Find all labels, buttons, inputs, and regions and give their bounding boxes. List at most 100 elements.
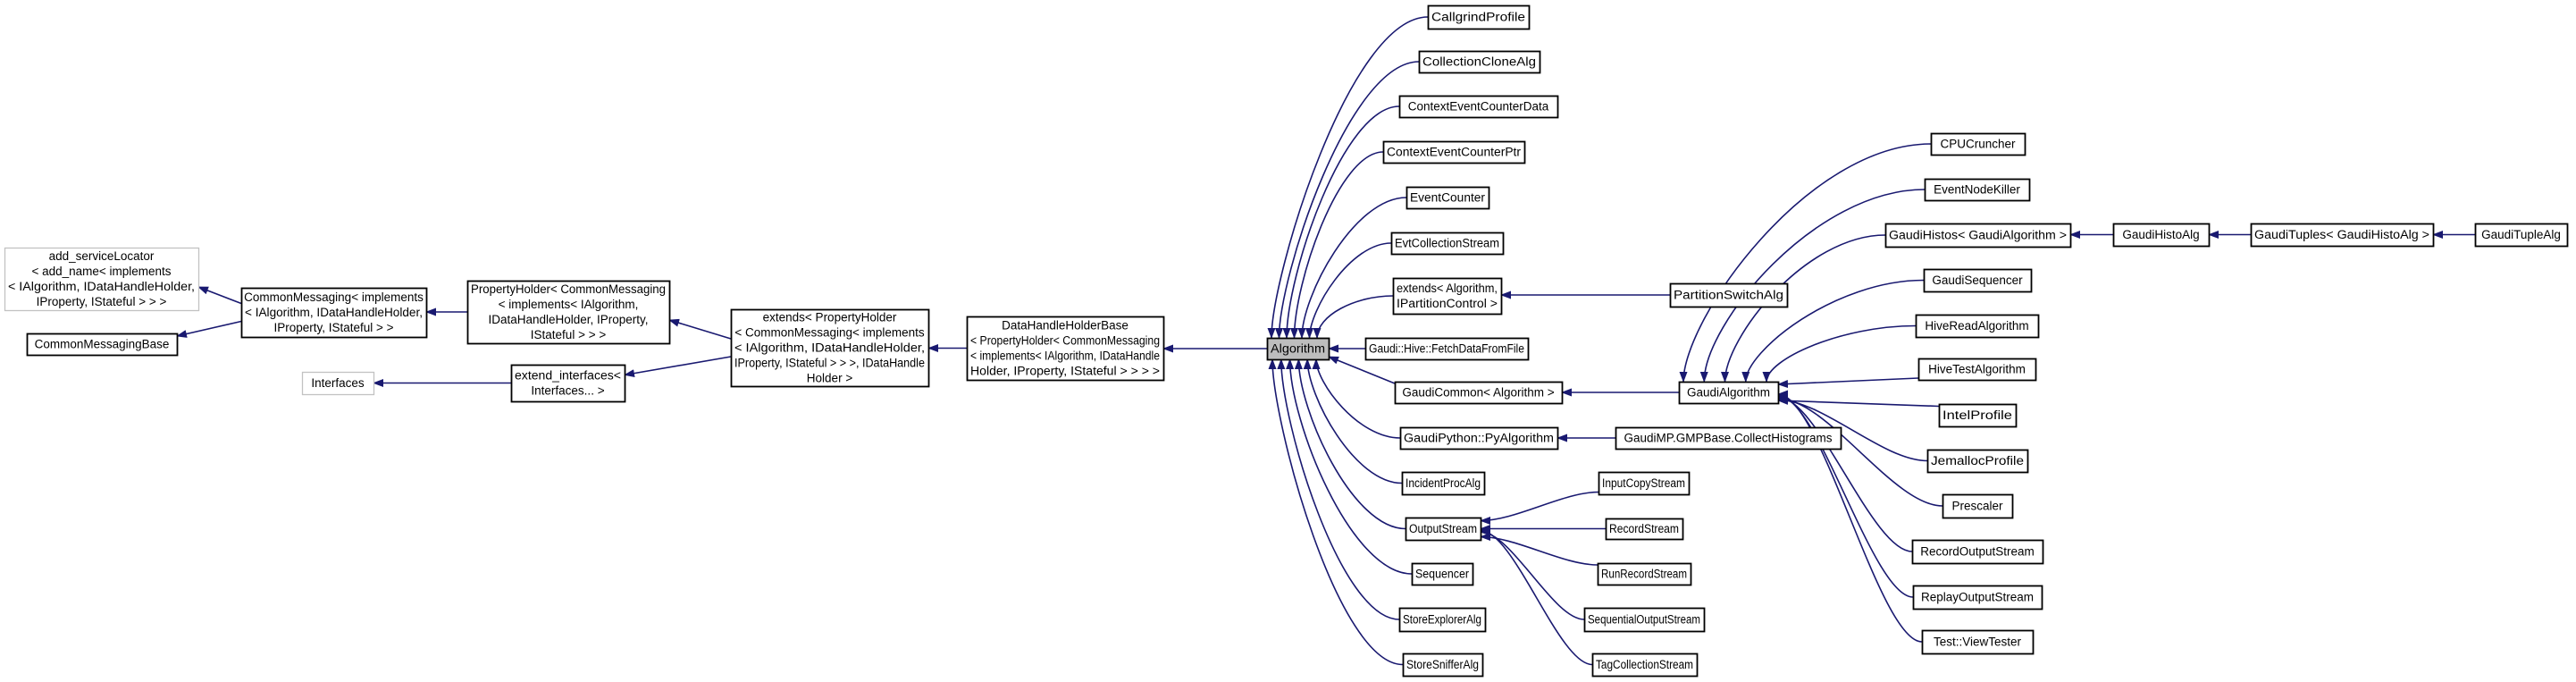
- node-label: add_serviceLocator: [49, 249, 155, 263]
- node-label: SequentialOutputStream: [1588, 613, 1700, 627]
- edge-extends-property-holder-to-extend-interfaces: [624, 356, 732, 378]
- node-gaudi-histos[interactable]: GaudiHistos< GaudiAlgorithm >: [1884, 223, 2072, 248]
- node-record-stream[interactable]: RecordStream: [1605, 518, 1684, 541]
- node-label: GaudiMP.GMPBase.CollectHistograms: [1624, 432, 1832, 445]
- edge-context-event-counter-ptr-to-algorithm: [1290, 151, 1384, 339]
- node-common-messaging-base[interactable]: CommonMessagingBase: [26, 333, 179, 357]
- node-label: CPUCruncher: [1940, 138, 2016, 151]
- node-label: extend_interfaces<: [515, 369, 621, 383]
- node-prescaler[interactable]: Prescaler: [1942, 493, 2014, 519]
- node-sequential-output-stream[interactable]: SequentialOutputStream: [1583, 607, 1706, 633]
- node-label: IProperty, IStateful > >: [273, 321, 393, 334]
- node-output-stream[interactable]: OutputStream: [1405, 517, 1482, 542]
- node-gaudi-tuple-alg[interactable]: GaudiTupleAlg: [2474, 223, 2569, 248]
- node-collection-clone-alg[interactable]: CollectionCloneAlg: [1418, 50, 1541, 74]
- node-label: Holder, IProperty, IStateful > > > >: [970, 365, 1160, 378]
- node-run-record-stream[interactable]: RunRecordStream: [1597, 562, 1692, 586]
- node-label: Gaudi::Hive::FetchDataFromFile: [1369, 342, 1524, 356]
- node-record-output-stream[interactable]: RecordOutputStream: [1911, 539, 2044, 565]
- node-label: GaudiSequencer: [1932, 274, 2023, 287]
- edge-incident-proc-alg-to-algorithm: [1303, 358, 1403, 484]
- node-label: GaudiTuples< GaudiHistoAlg >: [2254, 228, 2429, 241]
- node-label: GaudiTupleAlg: [2481, 228, 2561, 241]
- edge-tag-collection-stream-to-output-stream: [1480, 526, 1593, 666]
- node-label: DataHandleHolderBase: [1002, 319, 1129, 333]
- node-label: InputCopyStream: [1602, 476, 1685, 490]
- node-sequencer[interactable]: Sequencer: [1411, 562, 1474, 586]
- node-context-event-counter-data[interactable]: ContextEventCounterData: [1398, 95, 1559, 119]
- node-label: EvtCollectionStream: [1395, 237, 1499, 250]
- node-label: JemallocProfile: [1931, 454, 2024, 467]
- edge-gaudi-python-py-algorithm-to-algorithm: [1312, 358, 1401, 439]
- node-replay-output-stream[interactable]: ReplayOutputStream: [1912, 585, 2043, 610]
- node-input-copy-stream[interactable]: InputCopyStream: [1598, 471, 1691, 496]
- node-jemalloc-profile[interactable]: JemallocProfile: [1926, 449, 2029, 474]
- node-label: ContextEventCounterPtr: [1387, 146, 1522, 159]
- node-gaudi-common[interactable]: GaudiCommon< Algorithm >: [1394, 381, 1564, 405]
- node-label: IStateful > > >: [531, 328, 607, 341]
- edge-sequential-output-stream-to-output-stream: [1480, 527, 1585, 620]
- edge-context-event-counter-data-to-algorithm: [1282, 105, 1400, 339]
- node-event-counter[interactable]: EventCounter: [1405, 186, 1490, 210]
- node-gaudi-histo-alg[interactable]: GaudiHistoAlg: [2112, 223, 2211, 248]
- edge-extends-property-holder-to-property-holder: [668, 318, 732, 340]
- node-label: TagCollectionStream: [1596, 658, 1693, 671]
- node-label: HiveTestAlgorithm: [1928, 363, 2026, 376]
- edge-sequencer-to-algorithm: [1286, 358, 1413, 575]
- node-label: PropertyHolder< CommonMessaging: [471, 282, 666, 296]
- edge-extends-algorithm-ipartition-to-algorithm: [1313, 295, 1394, 339]
- node-hive-read-algorithm[interactable]: HiveReadAlgorithm: [1915, 314, 2040, 339]
- node-hive-test-algorithm[interactable]: HiveTestAlgorithm: [1917, 358, 2037, 382]
- node-extend-interfaces[interactable]: extend_interfaces<Interfaces... >: [510, 364, 626, 403]
- node-label: OutputStream: [1409, 522, 1477, 535]
- edge-store-explorer-alg-to-algorithm: [1277, 358, 1400, 620]
- node-evt-collection-stream[interactable]: EvtCollectionStream: [1390, 232, 1505, 256]
- node-test-view-tester[interactable]: Test::ViewTester: [1921, 629, 2035, 655]
- node-label: Test::ViewTester: [1934, 636, 2022, 649]
- node-property-holder[interactable]: PropertyHolder< CommonMessaging< impleme…: [466, 280, 671, 345]
- edge-gaudi-sequencer-to-gaudi-algorithm: [1741, 279, 1925, 383]
- node-label: IncidentProcAlg: [1405, 476, 1481, 490]
- node-label: Algorithm: [1271, 342, 1325, 356]
- node-event-node-killer[interactable]: EventNodeKiller: [1924, 178, 2031, 202]
- node-label: Sequencer: [1415, 568, 1469, 581]
- node-gaudi-python-py-algorithm[interactable]: GaudiPython::PyAlgorithm: [1399, 426, 1559, 450]
- node-common-messaging[interactable]: CommonMessaging< implements < IAlgorithm,…: [240, 287, 428, 339]
- node-incident-proc-alg[interactable]: IncidentProcAlg: [1401, 471, 1486, 496]
- edge-test-view-tester-to-gaudi-algorithm: [1777, 390, 1923, 643]
- node-label: GaudiAlgorithm: [1687, 386, 1770, 400]
- edge-gaudi-histos-to-gaudi-algorithm: [1721, 234, 1886, 383]
- node-gaudi-algorithm[interactable]: GaudiAlgorithm: [1678, 381, 1780, 405]
- node-extends-algorithm-ipartition[interactable]: extends< Algorithm,IPartitionControl >: [1392, 277, 1503, 316]
- node-label: CommonMessaging< implements: [244, 290, 424, 304]
- node-collect-histograms[interactable]: GaudiMP.GMPBase.CollectHistograms: [1615, 426, 1842, 450]
- node-gaudi-tuples[interactable]: GaudiTuples< GaudiHistoAlg >: [2250, 223, 2435, 248]
- node-label: Holder >: [807, 372, 853, 385]
- node-store-sniffer-alg[interactable]: StoreSnifferAlg: [1402, 653, 1484, 678]
- node-intel-profile[interactable]: IntelProfile: [1938, 403, 2018, 428]
- node-cpu-cruncher[interactable]: CPUCruncher: [1930, 132, 2026, 156]
- node-label: RecordStream: [1609, 522, 1679, 535]
- node-data-handle-holder-base[interactable]: DataHandleHolderBase< PropertyHolder< Co…: [966, 316, 1165, 382]
- node-label: IPartitionControl >: [1397, 297, 1498, 310]
- node-fetch-data-from-file[interactable]: Gaudi::Hive::FetchDataFromFile: [1364, 337, 1530, 361]
- edge-hive-read-algorithm-to-gaudi-algorithm: [1762, 324, 1917, 383]
- node-callgrind-profile[interactable]: CallgrindProfile: [1427, 4, 1531, 30]
- node-label: < IAlgorithm, IDataHandleHolder,: [245, 306, 423, 319]
- node-extends-property-holder[interactable]: extends< PropertyHolder< CommonMessaging…: [730, 308, 930, 388]
- node-label: RunRecordStream: [1601, 568, 1687, 581]
- node-label: < IAlgorithm, IDataHandleHolder,: [734, 341, 925, 355]
- node-tag-collection-stream[interactable]: TagCollectionStream: [1591, 653, 1699, 678]
- node-add-service-locator: add_serviceLocator< add_name< implements…: [4, 247, 200, 312]
- node-label: CommonMessagingBase: [35, 338, 170, 351]
- node-label: Prescaler: [1951, 500, 2003, 513]
- node-store-explorer-alg[interactable]: StoreExplorerAlg: [1398, 607, 1487, 633]
- node-label: IProperty, IStateful > > >: [37, 295, 167, 308]
- node-context-event-counter-ptr[interactable]: ContextEventCounterPtr: [1382, 140, 1526, 164]
- node-partition-switch-alg[interactable]: PartitionSwitchAlg: [1669, 282, 1789, 308]
- edge-input-copy-stream-to-output-stream: [1480, 491, 1599, 525]
- node-label: CollectionCloneAlg: [1422, 55, 1536, 69]
- node-label: IDataHandleHolder, IProperty,: [488, 313, 648, 326]
- node-gaudi-sequencer[interactable]: GaudiSequencer: [1923, 268, 2033, 293]
